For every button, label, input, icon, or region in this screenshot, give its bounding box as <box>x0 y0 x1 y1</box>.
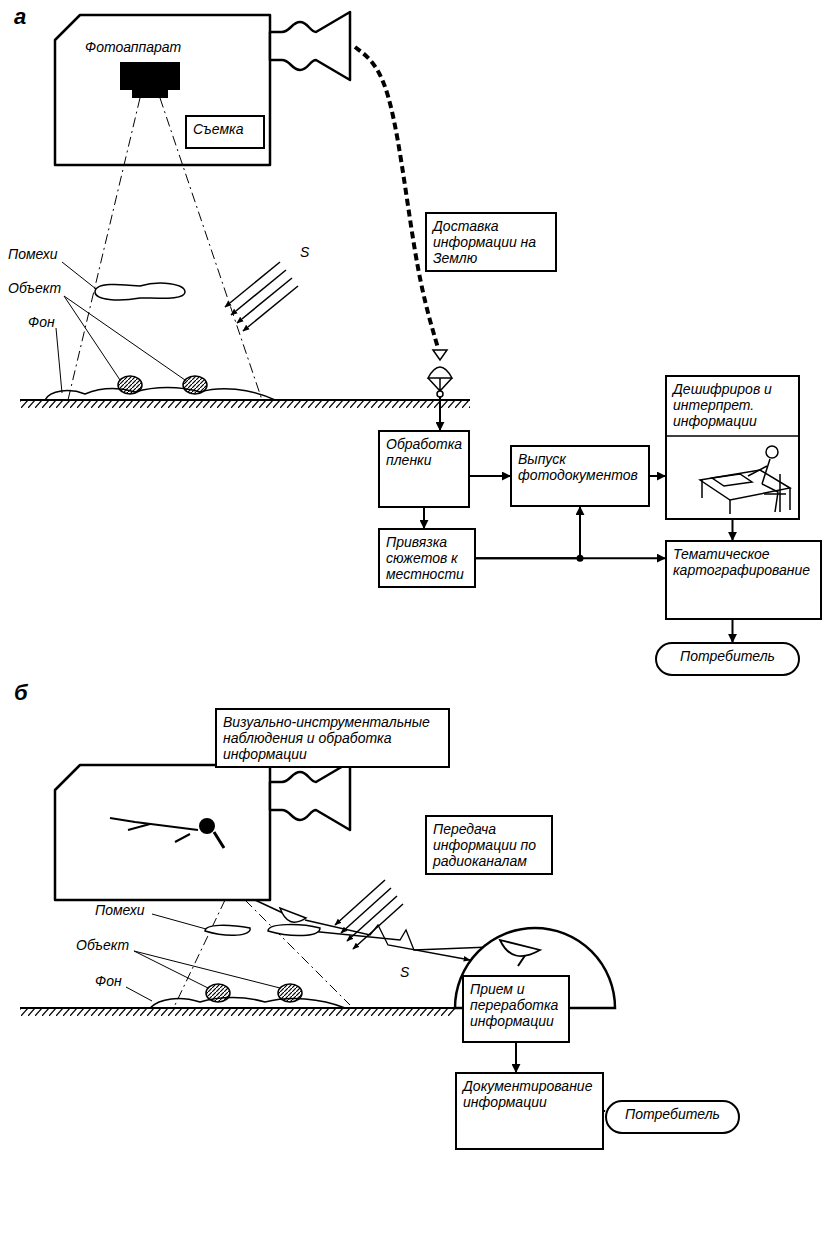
radio-link <box>300 920 490 960</box>
parachute <box>428 350 452 397</box>
callout-label: Помехи <box>95 902 145 918</box>
connector <box>516 1043 517 1072</box>
node-text: Потребитель <box>613 1106 732 1122</box>
panel-letter: б <box>14 680 28 705</box>
connector-line <box>476 507 580 558</box>
ground-line <box>20 1007 455 1009</box>
caption-box: Визуально-инструментальные наблюдения и … <box>215 708 450 768</box>
connector-line <box>732 620 734 642</box>
connector-line <box>476 557 665 559</box>
object-symbol <box>183 376 207 394</box>
callout-label: Объект <box>76 937 129 953</box>
node-text: Выпуск фотодокументов <box>518 451 642 483</box>
connector-line <box>515 1043 517 1072</box>
terrain <box>150 998 345 1009</box>
process-box: Дешифриров и интерпрет. информации <box>665 375 800 520</box>
terminal-box: Потребитель <box>655 642 800 676</box>
camera-icon <box>120 62 180 98</box>
node-text: Доставка информации на Землю <box>433 218 549 266</box>
cloud <box>205 925 250 935</box>
ground-line <box>20 399 470 401</box>
caption-box: Доставка информации на Землю <box>425 212 557 272</box>
callout-label: Фон <box>28 314 55 330</box>
antenna <box>255 900 306 922</box>
node-text: Потребитель <box>663 648 792 664</box>
process-box: Выпуск фотодокументов <box>510 445 650 507</box>
process-box: Документирование информации <box>455 1072 604 1150</box>
connector <box>650 476 665 477</box>
sun-rays <box>335 880 403 949</box>
interpreter-figure <box>667 436 798 514</box>
callout-label: Фон <box>95 973 122 989</box>
node-text: Тематическое картографирование <box>673 546 814 578</box>
cloud <box>268 925 320 936</box>
process-box: Прием и переработка информации <box>462 975 570 1043</box>
object-symbol <box>278 984 302 1002</box>
connector <box>476 507 584 562</box>
node-text: Дешифриров и интерпрет. информации <box>673 381 792 429</box>
connector-line <box>439 397 441 430</box>
connector <box>732 520 733 540</box>
leader-lines <box>56 262 185 393</box>
connector-line <box>732 520 734 540</box>
node-text: Обработка пленки <box>386 436 462 468</box>
connector-line <box>423 508 425 528</box>
object-symbol <box>118 376 142 394</box>
connector <box>470 476 510 477</box>
spacecraft-body: ФотоаппаратСъемка <box>55 15 355 170</box>
connector-line <box>650 475 665 477</box>
cosmonaut-figure <box>110 818 224 848</box>
process-box: Обработка пленки <box>378 430 470 508</box>
caption-box: Передача информации по радиоканалам <box>425 815 553 875</box>
cloud <box>95 283 185 300</box>
connector-trail <box>355 47 438 348</box>
terrain <box>45 388 275 401</box>
spacecraft <box>55 12 350 165</box>
node-text: Передача информации по радиоканалам <box>433 821 545 869</box>
terminal-box: Потребитель <box>605 1100 740 1134</box>
symbol-label: S <box>400 964 409 980</box>
object-symbol <box>206 984 230 1002</box>
connector <box>476 558 665 559</box>
connector <box>424 508 425 528</box>
callout-label: Помехи <box>8 246 58 262</box>
ground-hatch <box>20 400 470 408</box>
panel-letter: а <box>14 4 26 29</box>
connector-line <box>470 475 510 477</box>
spacecraft <box>55 762 350 900</box>
connector <box>732 620 733 642</box>
process-box: Привязка сюжетов к местности <box>378 528 476 588</box>
node-text: Документирование информации <box>463 1078 596 1110</box>
node-text: Привязка сюжетов к местности <box>386 534 468 582</box>
caption-box: Съемка <box>185 115 265 149</box>
node-text: Прием и переработка информации <box>470 981 562 1029</box>
process-box: Тематическое картографирование <box>665 540 822 620</box>
node-text: Визуально-инструментальные наблюдения и … <box>223 714 442 762</box>
sun-rays <box>225 262 298 331</box>
field-of-view <box>175 900 350 1005</box>
node-text: Фотоаппарат <box>85 39 355 55</box>
node-text: Съемка <box>193 121 257 137</box>
leader-lines <box>126 914 280 1001</box>
ground-hatch <box>20 1008 455 1016</box>
callout-label: Объект <box>8 280 61 296</box>
symbol-label: S <box>300 244 309 260</box>
